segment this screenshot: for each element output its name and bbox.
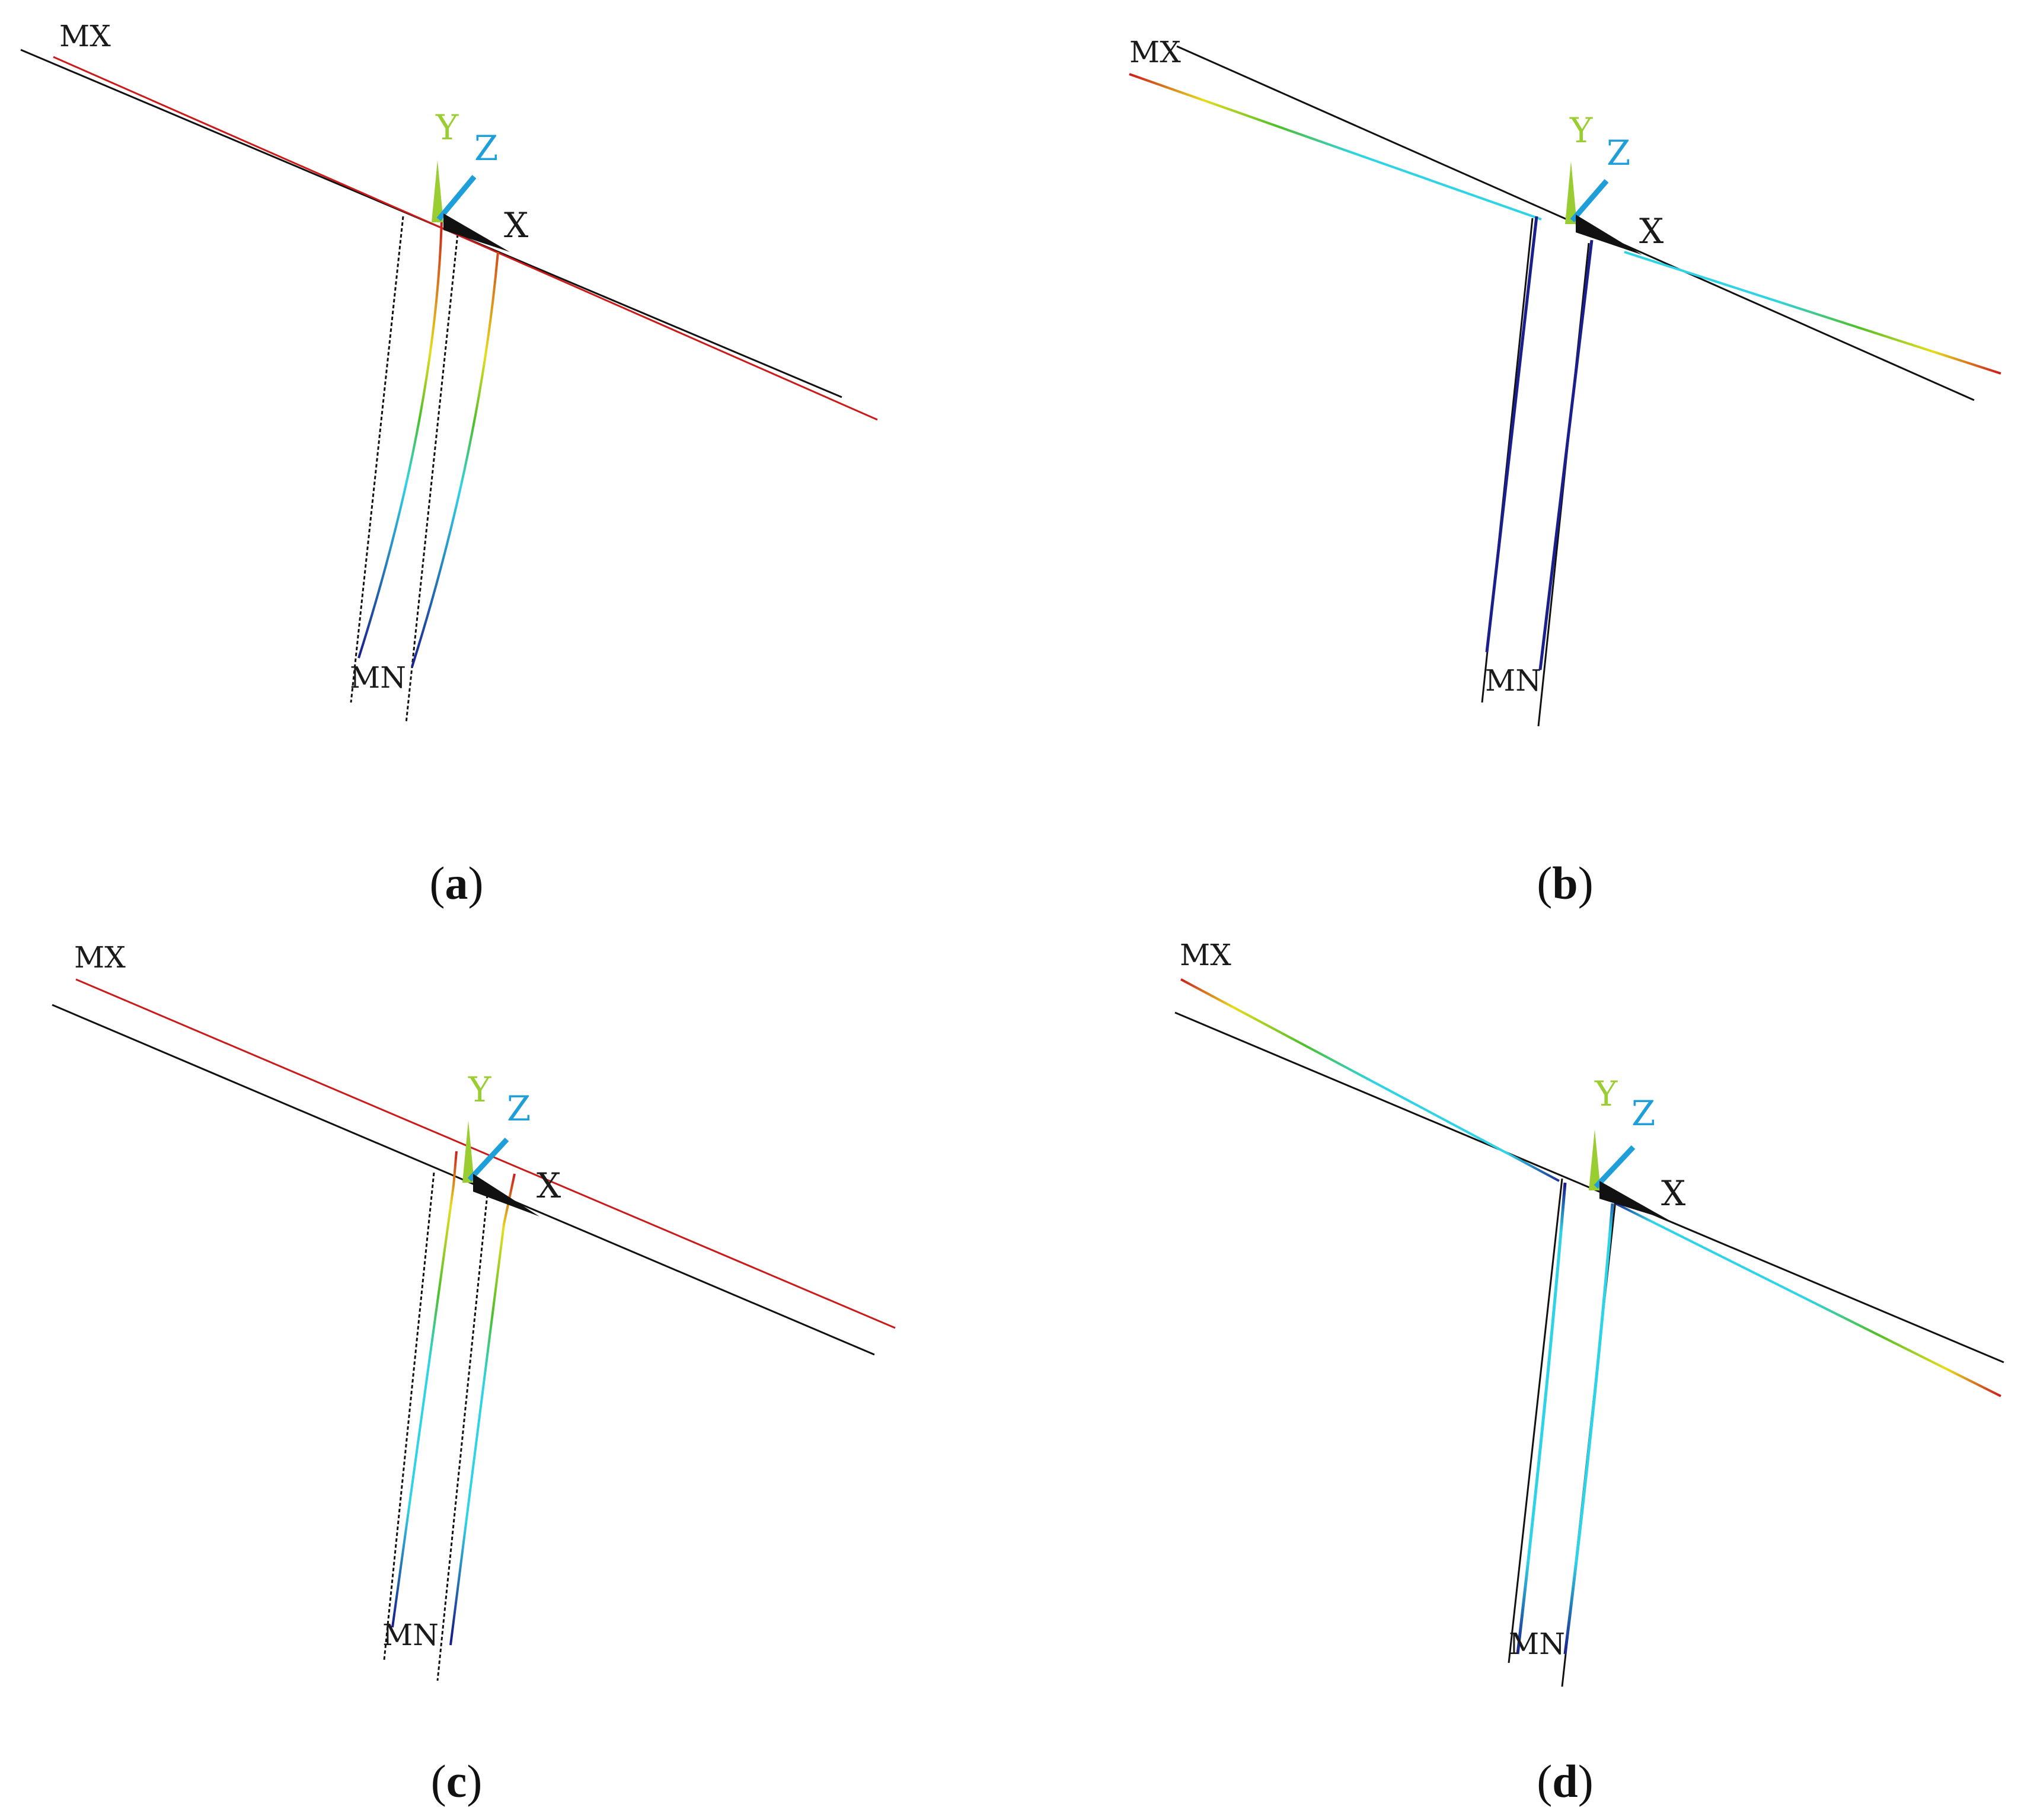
- caption-letter: c: [446, 1755, 467, 1807]
- panel-c: Y Z X MX MN: [52, 940, 896, 1681]
- caption-b: (b): [1476, 857, 1654, 910]
- caption-a: (a): [368, 857, 545, 910]
- axis-label-y: Y: [468, 1069, 491, 1110]
- undeformed-shape: [52, 1004, 875, 1681]
- axis-label-x: X: [1661, 1173, 1686, 1214]
- caption-close-paren: ): [1578, 857, 1594, 909]
- caption-close-paren: ): [467, 1755, 483, 1807]
- triad-y-arrow: [1565, 161, 1577, 224]
- caption-close-paren: ): [1578, 1755, 1594, 1807]
- coordinate-triad: Y Z X: [462, 1069, 561, 1216]
- deformed-contour: [75, 978, 896, 1646]
- caption-open-paren: (: [1537, 1755, 1553, 1807]
- triad-x-arrow: [473, 1174, 539, 1216]
- caption-c: (c): [368, 1755, 545, 1808]
- triad-y-arrow: [432, 160, 443, 222]
- coordinate-triad: Y Z X: [1565, 110, 1664, 255]
- max-label: MX: [59, 19, 111, 53]
- triad-x-arrow: [1576, 215, 1642, 255]
- deformed-contour: [53, 56, 878, 668]
- caption-letter: a: [445, 857, 468, 909]
- caption-open-paren: (: [430, 1755, 446, 1807]
- triad-y-arrow: [1589, 1129, 1601, 1190]
- caption-d: (d): [1476, 1755, 1654, 1808]
- panel-a: Y Z X MX MN: [20, 19, 878, 724]
- axis-label-z: Z: [1607, 133, 1630, 173]
- caption-letter: b: [1552, 857, 1578, 909]
- axis-label-x: X: [504, 205, 529, 245]
- caption-open-paren: (: [1537, 857, 1553, 909]
- triad-z-arrow: [1570, 179, 1609, 222]
- axis-label-z: Z: [474, 128, 498, 168]
- triad-z-arrow: [1594, 1145, 1636, 1189]
- deformed-contour: [1180, 978, 2001, 1655]
- triad-x-arrow: [443, 213, 510, 252]
- min-label: MN: [1509, 1627, 1565, 1661]
- triad-z-arrow: [467, 1137, 509, 1182]
- triad-x-arrow: [1599, 1181, 1669, 1220]
- coordinate-triad: Y Z X: [1589, 1074, 1686, 1220]
- max-label: MX: [1129, 35, 1181, 69]
- min-label: MN: [1485, 663, 1541, 698]
- axis-label-y: Y: [1569, 110, 1593, 151]
- axis-label-z: Z: [1631, 1093, 1655, 1133]
- panel-d: Y Z X MX MN: [1174, 938, 2004, 1687]
- caption-open-paren: (: [429, 857, 445, 909]
- max-label: MX: [1180, 938, 1231, 972]
- max-label: MX: [74, 940, 126, 975]
- caption-letter: d: [1552, 1755, 1578, 1807]
- axis-label-y: Y: [1594, 1074, 1618, 1114]
- coordinate-triad: Y Z X: [432, 107, 529, 252]
- caption-close-paren: ): [468, 857, 484, 909]
- axis-label-x: X: [537, 1166, 561, 1206]
- panel-b: Y Z X MX MN: [1129, 35, 2001, 727]
- min-label: MN: [350, 660, 406, 695]
- triad-z-arrow: [436, 175, 477, 221]
- axis-label-x: X: [1639, 211, 1664, 251]
- min-label: MN: [382, 1618, 439, 1652]
- axis-label-z: Z: [507, 1088, 531, 1129]
- axis-label-y: Y: [435, 107, 459, 148]
- triad-y-arrow: [462, 1120, 474, 1183]
- undeformed-shape: [1174, 1011, 2004, 1687]
- undeformed-shape: [20, 49, 842, 724]
- deformed-contour: [1129, 73, 2001, 670]
